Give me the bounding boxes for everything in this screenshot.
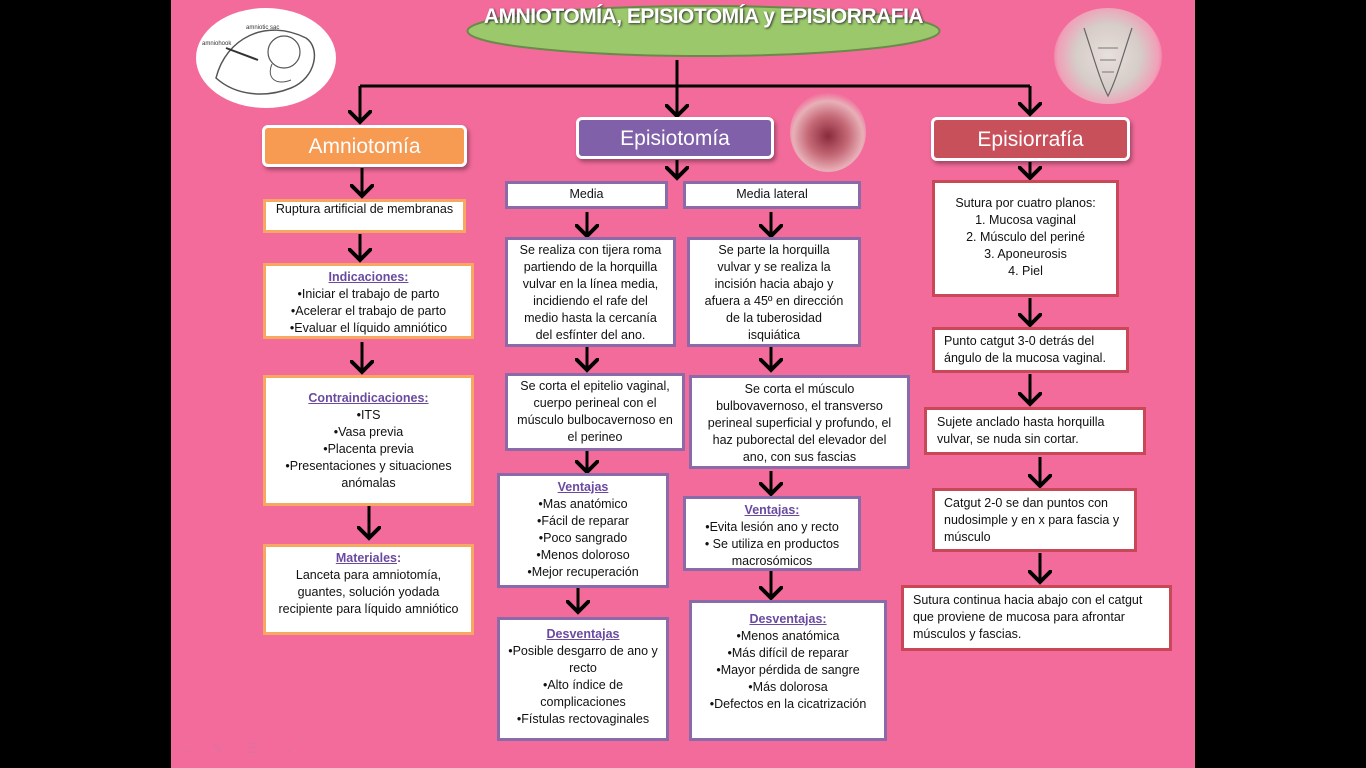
ventaja-item: •Fácil de reparar [537, 514, 629, 528]
desventaja-item: •Mayor pérdida de sangre [716, 663, 860, 677]
indicacion-item: •Iniciar el trabajo de parto [297, 287, 440, 301]
desventaja-item: •Más dolorosa [748, 680, 828, 694]
amniotomia-definition: Ruptura artificial de membranas [263, 199, 466, 233]
label-amniotic-sac: amniotic sac [246, 25, 279, 31]
plano-item: 4. Piel [1008, 264, 1043, 278]
media-label: Media [505, 181, 668, 209]
desventajas-title: Desventajas [546, 627, 620, 641]
ventaja-item: •Mas anatómico [538, 497, 628, 511]
amniotomia-indicaciones: Indicaciones: •Iniciar el trabajo de par… [263, 263, 474, 339]
materiales-heading: Materiales: [271, 550, 466, 567]
media-lateral-desventajas: Desventajas: •Menos anatómica •Más difíc… [689, 600, 887, 741]
previous-arrow-icon[interactable]: ← [180, 740, 194, 756]
contraindicacion-item: •ITS [356, 408, 381, 422]
ventaja-item: •Mejor recuperación [527, 565, 639, 579]
diagram-title: AMNIOTOMÍA, EPISIOTOMÍA y EPISIORRAFIA [483, 5, 924, 28]
amniotomia-contraindicaciones: Contraindicaciones: •ITS •Vasa previa •P… [263, 375, 474, 506]
header-episiorrafia: Episiorrafía [931, 117, 1130, 161]
ventaja-item: •Menos doloroso [536, 548, 630, 562]
desventaja-item: •Alto índice de complicaciones [540, 678, 626, 709]
contraindicacion-item: •Placenta previa [323, 442, 414, 456]
media-lateral-label: Media lateral [683, 181, 861, 209]
header-amniotomia: Amniotomía [262, 125, 467, 167]
media-lateral-ventajas: Ventajas: •Evita lesión ano y recto • Se… [683, 496, 861, 571]
ventaja-item: • Se utiliza en productos macrosómicos [704, 537, 840, 568]
plano-item: 1. Mucosa vaginal [975, 213, 1076, 227]
indicacion-item: •Evaluar el líquido amniótico [289, 321, 448, 335]
desventaja-item: •Posible desgarro de ano y recto [508, 644, 658, 675]
indicacion-item: •Acelerar el trabajo de parto [290, 304, 447, 318]
episiorrafia-step-3: Catgut 2-0 se dan puntos con nudosimple … [932, 488, 1137, 552]
ventajas-title: Ventajas: [744, 503, 800, 517]
media-ventajas: Ventajas •Mas anatómico •Fácil de repara… [497, 473, 669, 588]
amniotomia-materiales: Materiales: Lanceta para amniotomía, gua… [263, 544, 474, 635]
materiales-title: Materiales [335, 551, 397, 565]
label-amniohook: amniohook [202, 41, 232, 47]
episiotomy-photo [790, 92, 866, 172]
media-desventajas: Desventajas •Posible desgarro de ano y r… [497, 617, 669, 741]
menu-icon[interactable]: ☰ [246, 740, 259, 756]
desventaja-item: •Menos anatómica [736, 629, 840, 643]
ventaja-item: •Poco sangrado [538, 531, 628, 545]
episiorrafia-step-4: Sutura continua hacia abajo con el catgu… [901, 585, 1172, 651]
indicaciones-title: Indicaciones: [328, 270, 409, 284]
pen-icon[interactable]: ✎ [212, 740, 224, 756]
header-episiotomia: Episiotomía [576, 117, 774, 159]
ventajas-title: Ventajas [557, 480, 609, 494]
contraindicacion-item: •Presentaciones y situaciones anómalas [285, 459, 452, 490]
episiorrafia-step-1: Punto catgut 3-0 detrás del ángulo de la… [932, 327, 1129, 373]
amniotomy-illustration: amniotic sac amniohook [196, 8, 336, 108]
media-corte: Se corta el epitelio vaginal, cuerpo per… [505, 373, 685, 451]
materiales-text: Lanceta para amniotomía, guantes, soluci… [278, 568, 459, 616]
desventaja-item: •Defectos en la cicatrización [709, 697, 867, 711]
episiorrafia-step-2: Sujete anclado hasta horquilla vulvar, s… [924, 407, 1146, 455]
media-lateral-descripcion: Se parte la horquilla vulvar y se realiz… [687, 237, 861, 347]
plano-item: 3. Aponeurosis [984, 247, 1067, 261]
media-lateral-corte: Se corta el músculo bulbovavernoso, el t… [689, 375, 910, 469]
title-ellipse [466, 5, 941, 57]
next-arrow-icon[interactable]: → [280, 740, 294, 756]
desventaja-item: •Fístulas rectovaginales [516, 712, 650, 726]
episiorrafia-planos: Sutura por cuatro planos: 1. Mucosa vagi… [932, 180, 1119, 297]
planos-title: Sutura por cuatro planos: [955, 196, 1096, 210]
desventajas-title: Desventajas: [749, 612, 827, 626]
contraindicacion-item: •Vasa previa [333, 425, 404, 439]
desventaja-item: •Más difícil de reparar [727, 646, 849, 660]
episiorrhaphy-illustration [1054, 8, 1162, 104]
ventaja-item: •Evita lesión ano y recto [705, 520, 839, 534]
contraindicaciones-title: Contraindicaciones: [308, 391, 429, 405]
plano-item: 2. Músculo del periné [966, 230, 1085, 244]
materiales-colon: : [396, 551, 402, 565]
media-descripcion: Se realiza con tijera roma partiendo de … [505, 237, 676, 347]
